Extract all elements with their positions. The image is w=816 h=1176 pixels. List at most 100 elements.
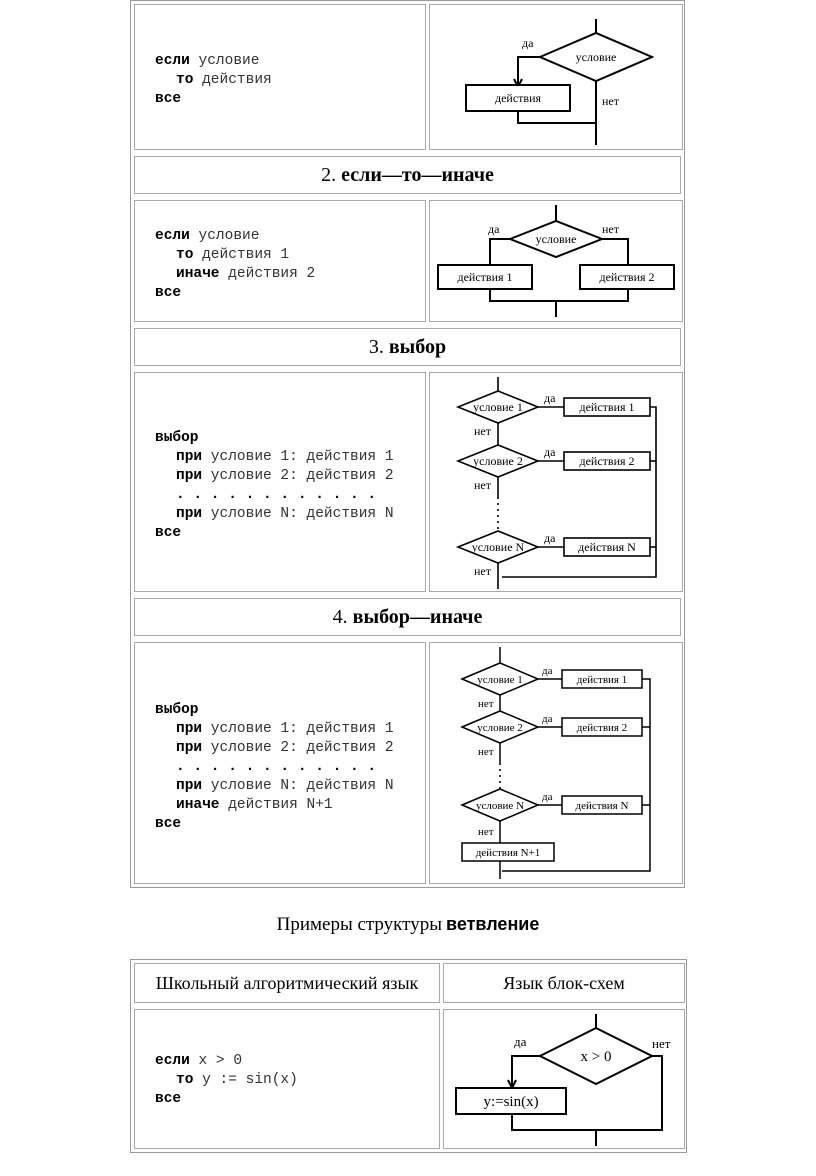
no-label: нет bbox=[478, 746, 494, 758]
column-header: Язык блок-схем bbox=[443, 963, 685, 1003]
diagram-cell: условие 1 условие 2 условие N действия 1… bbox=[429, 642, 683, 884]
condn-label: условие N bbox=[476, 800, 524, 812]
code-cell: если x > 0 то y := sin(x) все bbox=[134, 1009, 440, 1149]
keyword: если bbox=[155, 1053, 190, 1069]
yes-label: да bbox=[542, 791, 553, 803]
action-label: y:=sin(x) bbox=[483, 1094, 538, 1110]
example-header-row: Школьный алгоритмический язык Язык блок-… bbox=[131, 960, 686, 1006]
code-text: действия 1 bbox=[193, 247, 290, 263]
condition-label: условие bbox=[576, 50, 617, 64]
row-select-else: выбор при условие 1: действия 1 при усло… bbox=[131, 639, 684, 887]
row-select: выбор при условие 1: действия 1 при усло… bbox=[131, 369, 684, 595]
code-block: выбор при условие 1: действия 1 при усло… bbox=[155, 429, 394, 543]
diagram-cell: условие да нет действия 1 действия 2 bbox=[429, 200, 683, 322]
code-cell: выбор при условие 1: действия 1 при усло… bbox=[134, 372, 426, 592]
keyword: при bbox=[176, 468, 203, 484]
section-heading: 3.выбор bbox=[134, 328, 681, 366]
row-if-then: если условие то действия все условие да … bbox=[131, 1, 684, 153]
cond1-label: условие 1 bbox=[477, 674, 523, 686]
keyword: если bbox=[155, 228, 190, 244]
no-label: нет bbox=[474, 564, 492, 578]
yes-label: да bbox=[522, 36, 534, 50]
code-cell: если условие то действия все bbox=[134, 4, 426, 150]
keyword: при bbox=[176, 449, 203, 465]
keyword: при bbox=[176, 506, 203, 522]
no-label: нет bbox=[652, 1036, 671, 1051]
code-text: действия 2 bbox=[219, 266, 316, 282]
heading-title: выбор—иначе bbox=[352, 605, 483, 628]
dots: . . . . . . . . . . . . bbox=[176, 759, 377, 775]
action1-label: действия 1 bbox=[457, 270, 512, 284]
code-cell: если условие то действия 1 иначе действи… bbox=[134, 200, 426, 322]
keyword: то bbox=[176, 1072, 194, 1088]
structures-table: если условие то действия все условие да … bbox=[130, 0, 685, 888]
yes-label: да bbox=[544, 391, 556, 405]
keyword: при bbox=[176, 778, 203, 794]
keyword: все bbox=[155, 816, 182, 832]
code-text: x > 0 bbox=[189, 1053, 243, 1069]
heading-row: 2.если—то—иначе bbox=[131, 153, 684, 197]
heading-number: 3. bbox=[368, 335, 384, 358]
section-heading: 2.если—то—иначе bbox=[134, 156, 681, 194]
heading-row: 3.выбор bbox=[131, 325, 684, 369]
code-text: действия N+1 bbox=[219, 797, 333, 813]
keyword: выбор bbox=[155, 430, 199, 446]
section-heading: 4.выбор—иначе bbox=[134, 598, 681, 636]
keyword: при bbox=[176, 740, 203, 756]
code-cell: выбор при условие 1: действия 1 при усло… bbox=[134, 642, 426, 884]
diagram-cell: x > 0 да нет y:=sin(x) bbox=[443, 1009, 685, 1149]
code-text: условие 2: действия 2 bbox=[202, 740, 394, 756]
cond2-label: условие 2 bbox=[477, 722, 523, 734]
action1-label: действия 1 bbox=[579, 400, 634, 414]
dots: . . . . . . . . . . . . bbox=[176, 487, 377, 503]
heading-row: 4.выбор—иначе bbox=[131, 595, 684, 639]
code-block: если условие то действия все bbox=[155, 52, 272, 109]
flowchart-select: условие 1 условие 2 условие N действия 1… bbox=[455, 377, 657, 589]
actionn-label: действия N bbox=[578, 540, 636, 554]
caption-bold: ветвление bbox=[445, 914, 540, 934]
no-label: нет bbox=[474, 424, 492, 438]
yes-label: да bbox=[488, 222, 500, 236]
action-label: действия bbox=[495, 91, 542, 105]
keyword: все bbox=[155, 285, 182, 301]
keyword: то bbox=[176, 247, 194, 263]
code-text: условие bbox=[189, 53, 260, 69]
yes-label: да bbox=[542, 665, 553, 677]
no-label: нет bbox=[602, 94, 620, 108]
code-text: действия bbox=[193, 72, 272, 88]
no-label: нет bbox=[602, 222, 620, 236]
row-if-then-else: если условие то действия 1 иначе действи… bbox=[131, 197, 684, 325]
flowchart-if-then: условие да нет действия bbox=[465, 19, 655, 145]
actionn-label: действия N bbox=[576, 800, 629, 812]
cond2-label: условие 2 bbox=[473, 454, 523, 468]
code-text: условие N: действия N bbox=[202, 506, 394, 522]
flowchart-example: x > 0 да нет y:=sin(x) bbox=[455, 1014, 671, 1146]
caption-text: Примеры структуры bbox=[276, 914, 442, 935]
keyword: все bbox=[155, 1091, 182, 1107]
condition-label: x > 0 bbox=[581, 1049, 612, 1065]
yes-label: да bbox=[544, 445, 556, 459]
yes-label: да bbox=[542, 713, 553, 725]
flowchart-if-then-else: условие да нет действия 1 действия 2 bbox=[437, 205, 675, 317]
heading-number: 4. bbox=[332, 605, 348, 628]
diagram-cell: условие 1 условие 2 условие N действия 1… bbox=[429, 372, 683, 592]
code-text: условие 1: действия 1 bbox=[202, 721, 394, 737]
yes-label: да bbox=[544, 531, 556, 545]
code-text: условие 2: действия 2 bbox=[202, 468, 394, 484]
keyword: если bbox=[155, 53, 190, 69]
keyword: все bbox=[155, 91, 182, 107]
keyword: иначе bbox=[176, 797, 220, 813]
keyword: все bbox=[155, 525, 182, 541]
action2-label: действия 2 bbox=[577, 722, 627, 734]
no-label: нет bbox=[474, 478, 492, 492]
code-text: условие N: действия N bbox=[202, 778, 394, 794]
action2-label: действия 2 bbox=[579, 454, 634, 468]
keyword: выбор bbox=[155, 702, 199, 718]
code-text: условие 1: действия 1 bbox=[202, 449, 394, 465]
no-label: нет bbox=[478, 826, 494, 838]
action2-label: действия 2 bbox=[599, 270, 654, 284]
diagram-cell: условие да нет действия bbox=[429, 4, 683, 150]
code-text: условие bbox=[189, 228, 260, 244]
code-block: выбор при условие 1: действия 1 при усло… bbox=[155, 701, 394, 834]
